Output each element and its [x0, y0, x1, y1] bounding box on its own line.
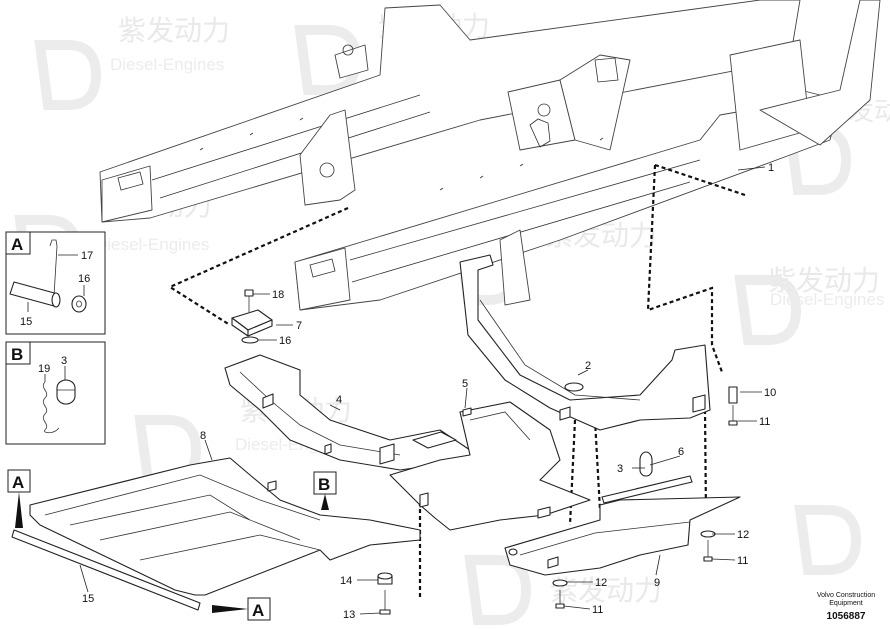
- callout-4: 4: [336, 394, 342, 406]
- callout-3-inset: 3: [61, 355, 67, 367]
- parts-group-lower-right: [389, 401, 741, 609]
- watermark-logo-5: 紫发动力: [734, 265, 880, 345]
- callout-9: 9: [654, 577, 660, 589]
- inset-b-letter: B: [11, 345, 23, 364]
- callout-13: 13: [343, 609, 355, 621]
- footer-brand-line1: Volvo Construction: [817, 592, 875, 599]
- callout-11-right: 11: [737, 555, 748, 567]
- callout-16: 16: [279, 335, 291, 347]
- callout-12-right: 12: [737, 529, 749, 541]
- svg-text:A: A: [252, 601, 264, 620]
- callout-5: 5: [462, 378, 468, 390]
- view-markers: A B A: [7, 469, 337, 621]
- callout-18: 18: [272, 289, 284, 301]
- svg-text:B: B: [318, 475, 330, 494]
- parts-group-center: [224, 289, 471, 471]
- watermark-logo-1: 紫发动力 Diesel-Engines: [34, 15, 230, 110]
- footer: Volvo Construction Equipment 1056887: [817, 592, 875, 622]
- callout-12-bottom: 12: [595, 577, 607, 589]
- callout-7: 7: [296, 320, 302, 332]
- watermark-en-1: Diesel-Engines: [110, 55, 224, 74]
- callout-10: 10: [764, 387, 776, 399]
- inset-a-letter: A: [11, 235, 23, 254]
- callout-3: 3: [617, 463, 623, 475]
- chassis-frame: [99, 0, 881, 311]
- svg-text:A: A: [12, 473, 24, 492]
- callout-labels: 1 2 3 4 5 6 7 8 9 10 11 11 11 12 12 13 1…: [82, 162, 776, 621]
- callout-15: 15: [82, 593, 94, 605]
- callout-11-upper: 11: [759, 416, 770, 428]
- parts-group-yoke: [459, 254, 738, 431]
- callout-15-inset: 15: [20, 316, 32, 328]
- callout-19: 19: [38, 363, 50, 375]
- callout-17: 17: [81, 250, 93, 262]
- callout-6: 6: [678, 446, 684, 458]
- watermark-logo-9: [794, 505, 862, 575]
- watermark-cn-5: 紫发动力: [768, 265, 880, 296]
- watermark-en-3: Diesel-Engines: [95, 235, 209, 254]
- callout-11-bottom: 11: [592, 604, 603, 616]
- inset-a: A 17 16 15: [5, 231, 106, 335]
- footer-brand-line2: Equipment: [829, 600, 863, 607]
- callout-2: 2: [585, 360, 591, 372]
- watermark-cn-7: 紫发动力: [550, 575, 662, 606]
- watermark-cn-1: 紫发动力: [118, 15, 230, 46]
- callout-14: 14: [340, 575, 352, 587]
- callout-1: 1: [768, 162, 774, 174]
- callout-8: 8: [200, 430, 206, 442]
- callout-16-inset: 16: [78, 273, 90, 285]
- footer-drawing-number: 1056887: [827, 611, 866, 622]
- leader-lines: [79, 166, 766, 615]
- parts-group-bottom-guard: [11, 457, 421, 615]
- inset-b: B 19 3: [5, 341, 106, 445]
